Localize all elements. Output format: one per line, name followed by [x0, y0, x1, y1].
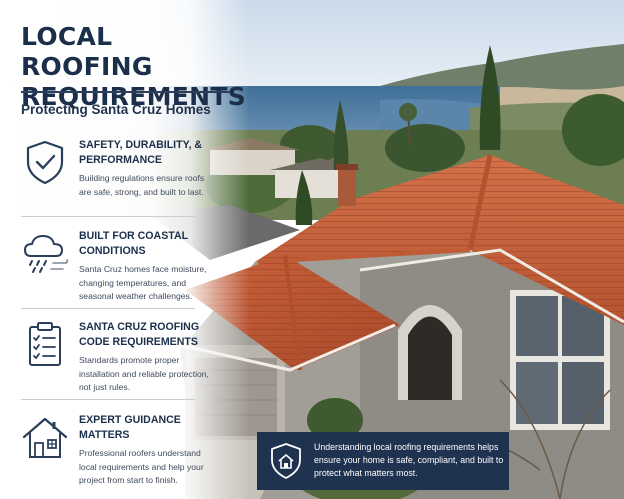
feature-desc: Building regulations ensure roofs are sa…: [79, 173, 205, 197]
page-title: LOCAL ROOFING REQUIREMENTS: [21, 22, 246, 112]
feature-desc: Standards promote proper installation an…: [79, 355, 209, 392]
feature-title: SANTA CRUZ ROOFING CODE REQUIREMENTS: [79, 321, 200, 348]
summary-callout: Understanding local roofing requirements…: [257, 432, 509, 490]
feature-desc: Santa Cruz homes face moisture, changing…: [79, 264, 207, 301]
shield-check-icon: [26, 140, 64, 185]
title-line-2: REQUIREMENTS: [21, 82, 247, 111]
divider: [21, 399, 195, 400]
title-line-1: LOCAL ROOFING: [21, 22, 153, 81]
page-subtitle: Protecting Santa Cruz Homes: [21, 102, 211, 117]
title-divider: [21, 91, 230, 93]
feature-title: EXPERT GUIDANCE MATTERS: [79, 414, 181, 441]
rain-cloud-wind-icon: [23, 234, 69, 273]
house-icon: [22, 417, 68, 458]
feature-desc: Professional roofers understand local re…: [79, 448, 204, 485]
feature-title: BUILT FOR COASTAL CONDITIONS: [79, 230, 188, 257]
divider: [21, 216, 195, 217]
clipboard-checklist-icon: [29, 322, 61, 366]
divider: [21, 308, 195, 309]
callout-text: Understanding local roofing requirements…: [314, 442, 504, 478]
feature-title: SAFETY, DURABILITY, & PERFORMANCE: [79, 139, 203, 166]
shield-house-icon: [271, 443, 301, 479]
info-panel: LOCAL ROOFING REQUIREMENTS Protecting Sa…: [0, 0, 246, 499]
